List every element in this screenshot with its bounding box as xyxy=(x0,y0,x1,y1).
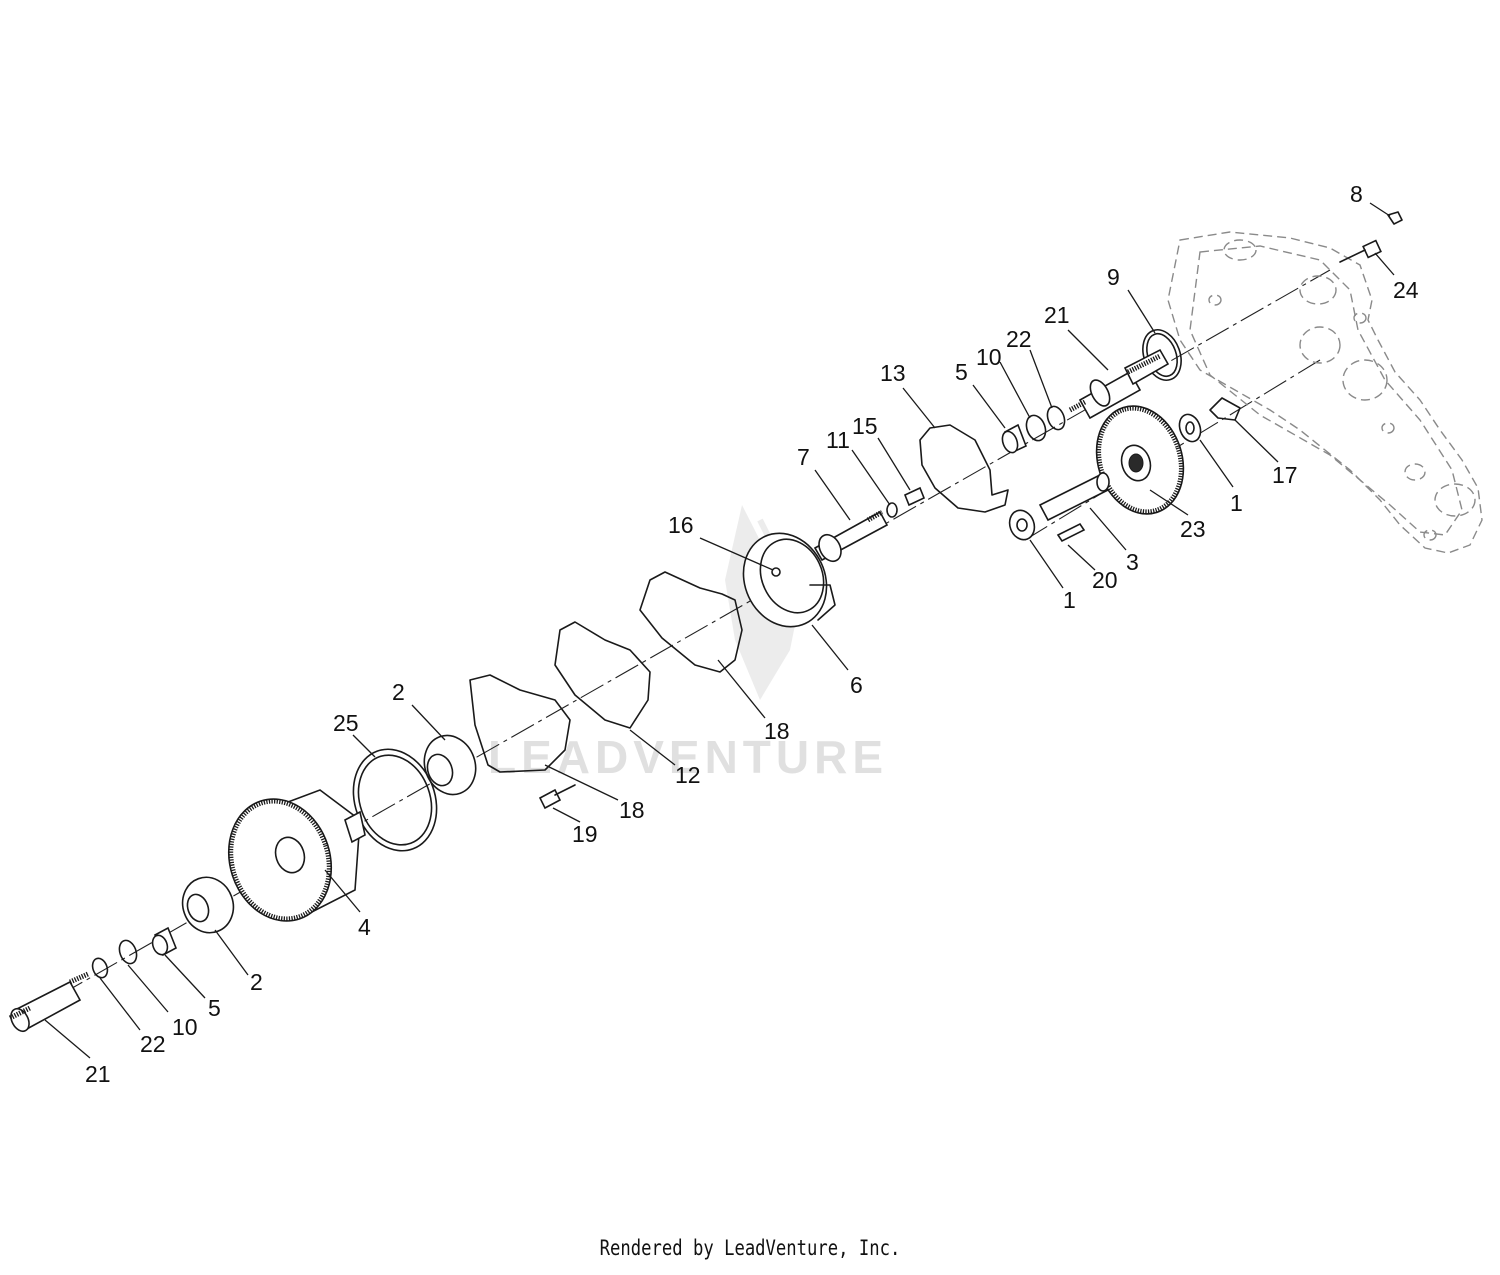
part-1-bearing-lower xyxy=(1008,509,1036,541)
callout-3: 3 xyxy=(1126,549,1139,575)
part-1-bearing-upper xyxy=(1178,413,1202,443)
part-5-bushing-lower xyxy=(151,926,178,957)
callout-15: 15 xyxy=(852,413,878,439)
part-21-input-shaft-lower xyxy=(8,971,90,1033)
part-3-countershaft xyxy=(1038,472,1110,522)
part-23-gear xyxy=(1095,405,1185,515)
watermark: LEADVENTURE xyxy=(488,505,888,783)
callout-22-upper: 22 xyxy=(1006,326,1032,352)
part-10-snap-ring-lower xyxy=(118,939,138,965)
callout-21-upper: 21 xyxy=(1044,302,1070,328)
part-16-pin xyxy=(771,567,781,577)
watermark-text: LEADVENTURE xyxy=(488,731,888,783)
part-5-bushing-upper xyxy=(1001,423,1028,454)
part-15-pin xyxy=(903,486,926,507)
part-18-gasket-upper xyxy=(639,571,743,673)
callout-16: 16 xyxy=(668,512,694,538)
part-19-bolt xyxy=(538,784,576,810)
callout-2-lower: 2 xyxy=(250,969,263,995)
callout-5-lower: 5 xyxy=(208,995,221,1021)
callout-12: 12 xyxy=(675,762,701,788)
callout-11: 11 xyxy=(826,427,850,453)
callout-17: 17 xyxy=(1272,462,1298,488)
callout-1-lower: 1 xyxy=(1063,587,1076,613)
callout-24: 24 xyxy=(1393,277,1419,303)
part-13-shim-plate xyxy=(919,424,1009,513)
part-11-washer xyxy=(886,502,898,518)
callout-labels: 8 24 9 21 22 10 5 13 15 11 7 17 1 23 3 2… xyxy=(85,181,1419,1087)
callout-21-lower: 21 xyxy=(85,1061,111,1087)
callout-25: 25 xyxy=(333,710,359,736)
callout-9: 9 xyxy=(1107,264,1120,290)
callout-4: 4 xyxy=(358,914,371,940)
callout-19: 19 xyxy=(572,821,598,847)
callout-18-lower: 18 xyxy=(619,797,645,823)
callout-10-lower: 10 xyxy=(172,1014,198,1040)
part-2-bearing-lower xyxy=(181,876,235,934)
part-6-cover-cup xyxy=(742,532,836,628)
callout-13: 13 xyxy=(880,360,906,386)
part-22-ring-upper xyxy=(1046,405,1066,431)
callout-8: 8 xyxy=(1350,181,1363,207)
part-4-gear-drum xyxy=(227,789,366,922)
part-25-ring-inner xyxy=(357,754,433,846)
part-2-bearing-upper xyxy=(423,734,477,796)
part-24-fitting xyxy=(1339,239,1382,263)
part-20-key xyxy=(1056,522,1086,543)
callout-6: 6 xyxy=(850,672,863,698)
part-18-gasket-lower xyxy=(469,674,571,773)
leader-lines xyxy=(44,202,1395,1059)
callout-5-upper: 5 xyxy=(955,359,968,385)
render-credit-footer: Rendered by LeadVenture, Inc. xyxy=(599,1236,901,1260)
part-21-input-shaft-upper xyxy=(1068,348,1170,420)
part-22-ring-lower xyxy=(91,957,109,979)
callout-18-upper: 18 xyxy=(764,718,790,744)
callout-1-upper: 1 xyxy=(1230,490,1243,516)
part-8-clip xyxy=(1387,211,1403,225)
callout-22-lower: 22 xyxy=(140,1031,166,1057)
callout-2-upper: 2 xyxy=(392,679,405,705)
callout-10-upper: 10 xyxy=(976,344,1002,370)
part-17-seal xyxy=(1209,397,1241,421)
callout-7: 7 xyxy=(797,444,810,470)
transmission-housing xyxy=(1167,231,1483,554)
part-10-snap-ring-upper xyxy=(1025,414,1047,442)
callout-20: 20 xyxy=(1092,567,1118,593)
part-7-shaft xyxy=(813,509,889,563)
callout-23: 23 xyxy=(1180,516,1206,542)
part-12-gasket xyxy=(554,621,651,729)
